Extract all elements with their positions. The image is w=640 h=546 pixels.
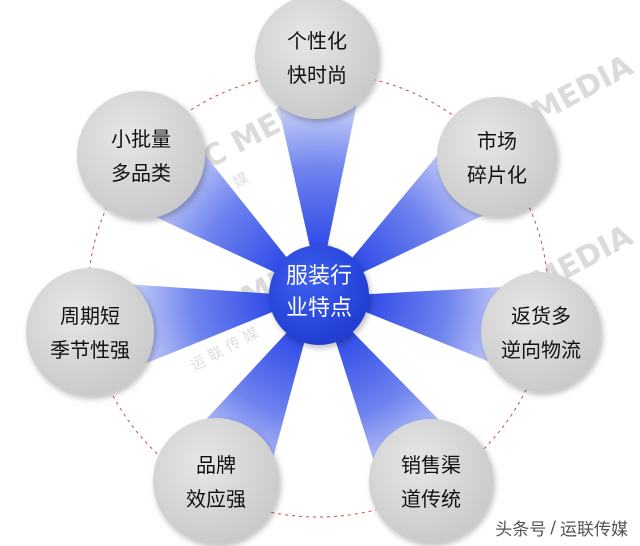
node-label-batch-line-2: 多品类 <box>111 161 171 185</box>
node-label-returns-line-1: 返货多 <box>511 304 571 328</box>
node-label-cycle-line-1: 周期短 <box>60 304 120 328</box>
node-circle-returns <box>481 272 601 392</box>
footer-author: 运联传媒 <box>560 520 628 540</box>
node-label-personalized-line-2: 快时尚 <box>287 63 347 87</box>
node-circle-batch <box>77 91 205 219</box>
node-circle-personalized <box>255 0 379 119</box>
footer-attribution: 头条号 / 运联传媒 <box>495 515 628 541</box>
node-circle-brand <box>153 418 279 544</box>
node-label-batch-line-1: 小批量 <box>111 127 171 151</box>
node-label-personalized-line-1: 个性化 <box>287 29 347 53</box>
center-label-line-1: 服装行 <box>286 264 352 289</box>
footer-separator: / <box>550 517 556 538</box>
footer-source: 头条号 <box>495 520 547 540</box>
node-circle-channels <box>369 419 493 543</box>
node-circle-market <box>437 97 557 217</box>
center-node: 服装行 业特点 <box>269 245 369 345</box>
petal-ray-personalized <box>268 62 366 288</box>
node-label-market-line-2: 碎片化 <box>467 163 527 187</box>
node-label-market-line-1: 市场 <box>477 129 517 153</box>
node-label-returns-line-2: 逆向物流 <box>501 338 581 362</box>
node-circle-cycle <box>26 268 154 396</box>
node-label-channels-line-2: 道传统 <box>401 487 461 511</box>
outer-nodes: 个性化快时尚市场碎片化返货多逆向物流销售渠道传统品牌效应强周期短季节性强小批量多… <box>26 0 601 544</box>
node-label-brand-line-2: 效应强 <box>186 487 246 511</box>
center-label-line-2: 业特点 <box>286 296 352 321</box>
node-label-brand-line-1: 品牌 <box>196 453 236 477</box>
node-label-cycle-line-2: 季节性强 <box>50 338 130 362</box>
node-label-channels-line-1: 销售渠 <box>401 453 461 477</box>
